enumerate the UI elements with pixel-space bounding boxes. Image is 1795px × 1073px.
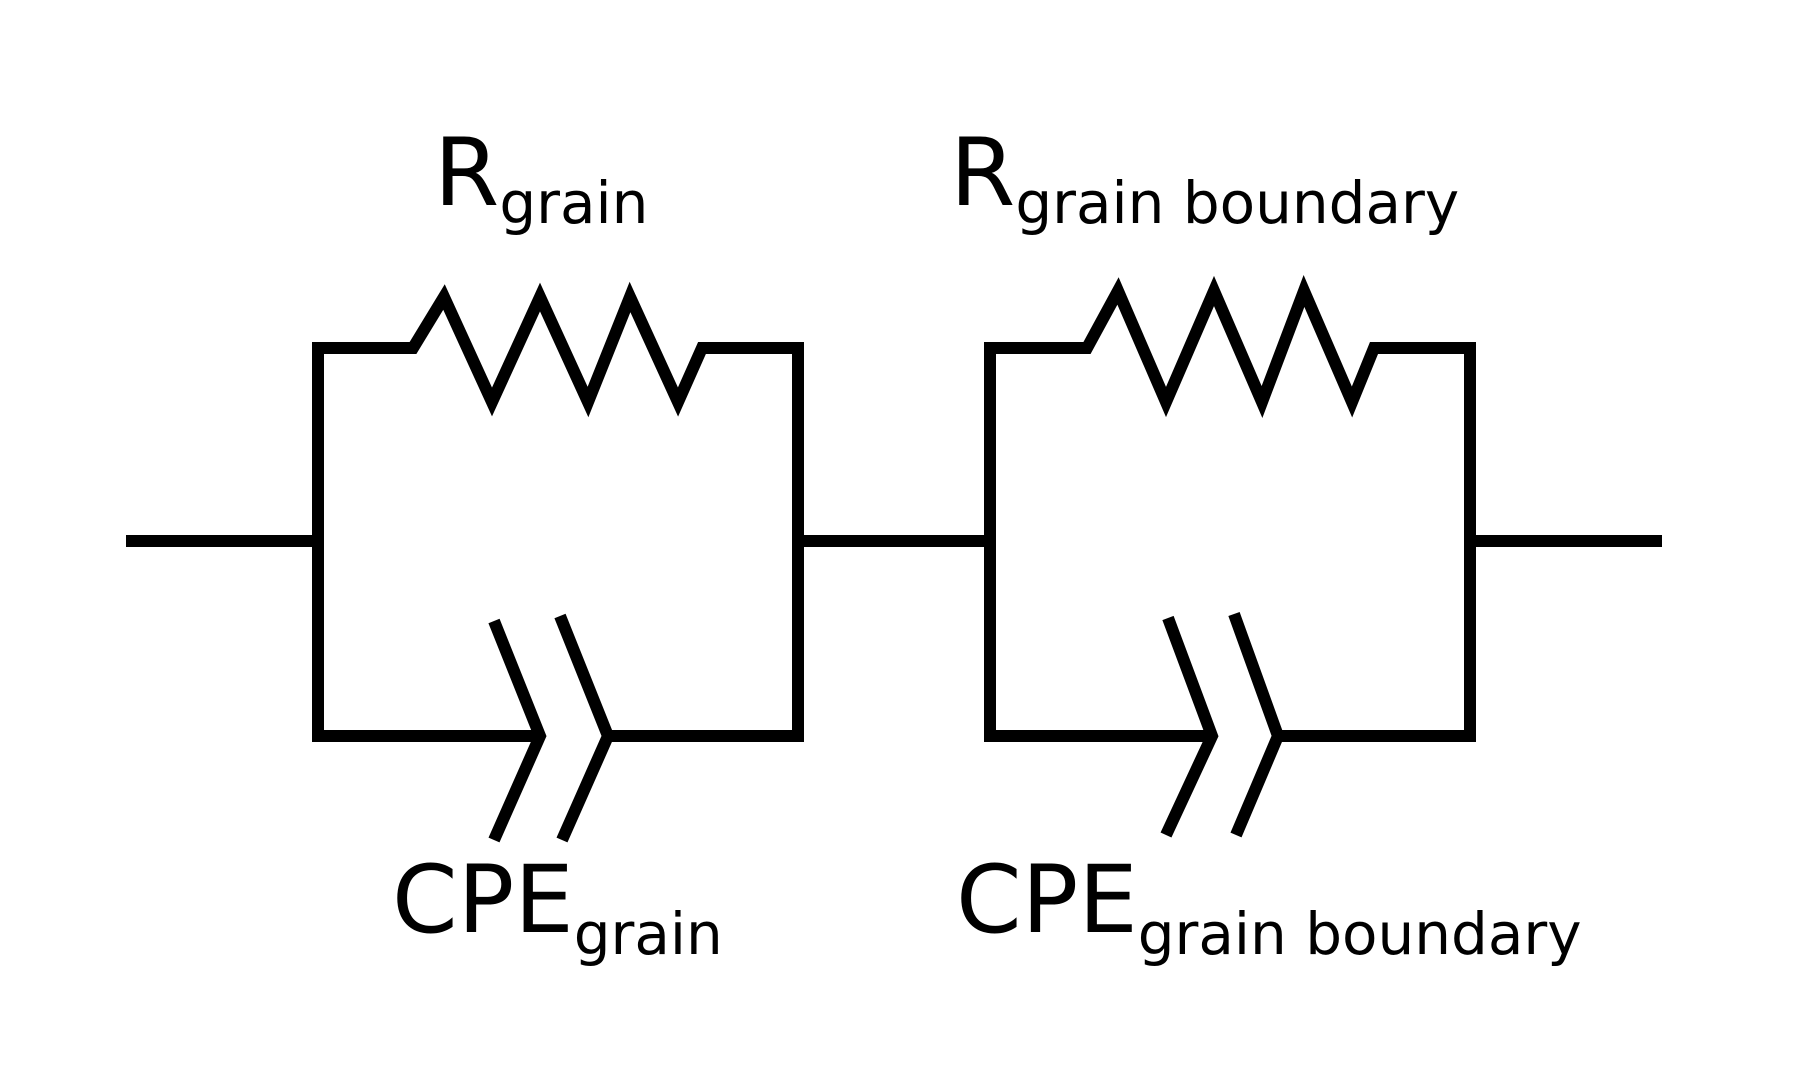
resistor-subscript-text: grain boundary — [1015, 169, 1459, 237]
cpe-label-grain: CPEgrain — [392, 846, 723, 968]
resistor-symbol-text: R — [434, 119, 499, 228]
resistor-label-grain-boundary: Rgrain boundary — [950, 119, 1459, 237]
rc-block-grain — [312, 281, 804, 843]
cpe-symbol-grain-boundary — [984, 611, 1476, 838]
resistor-symbol-grain — [312, 281, 804, 418]
cpe-symbol-text: CPE — [956, 846, 1138, 955]
resistor-label-grain: Rgrain — [434, 119, 648, 237]
resistor-subscript-text: grain — [499, 169, 648, 237]
cpe-symbol-grain — [312, 613, 804, 843]
cpe-label-grain-boundary: CPEgrain boundary — [956, 846, 1582, 968]
cpe-subscript-text: grain — [574, 900, 723, 968]
cpe-subscript-text: grain boundary — [1138, 900, 1582, 968]
cpe-symbol-text: CPE — [392, 846, 574, 955]
rc-block-grain-boundary — [984, 275, 1476, 838]
resistor-symbol-text: R — [950, 119, 1015, 228]
resistor-symbol-grain-boundary — [984, 275, 1476, 418]
